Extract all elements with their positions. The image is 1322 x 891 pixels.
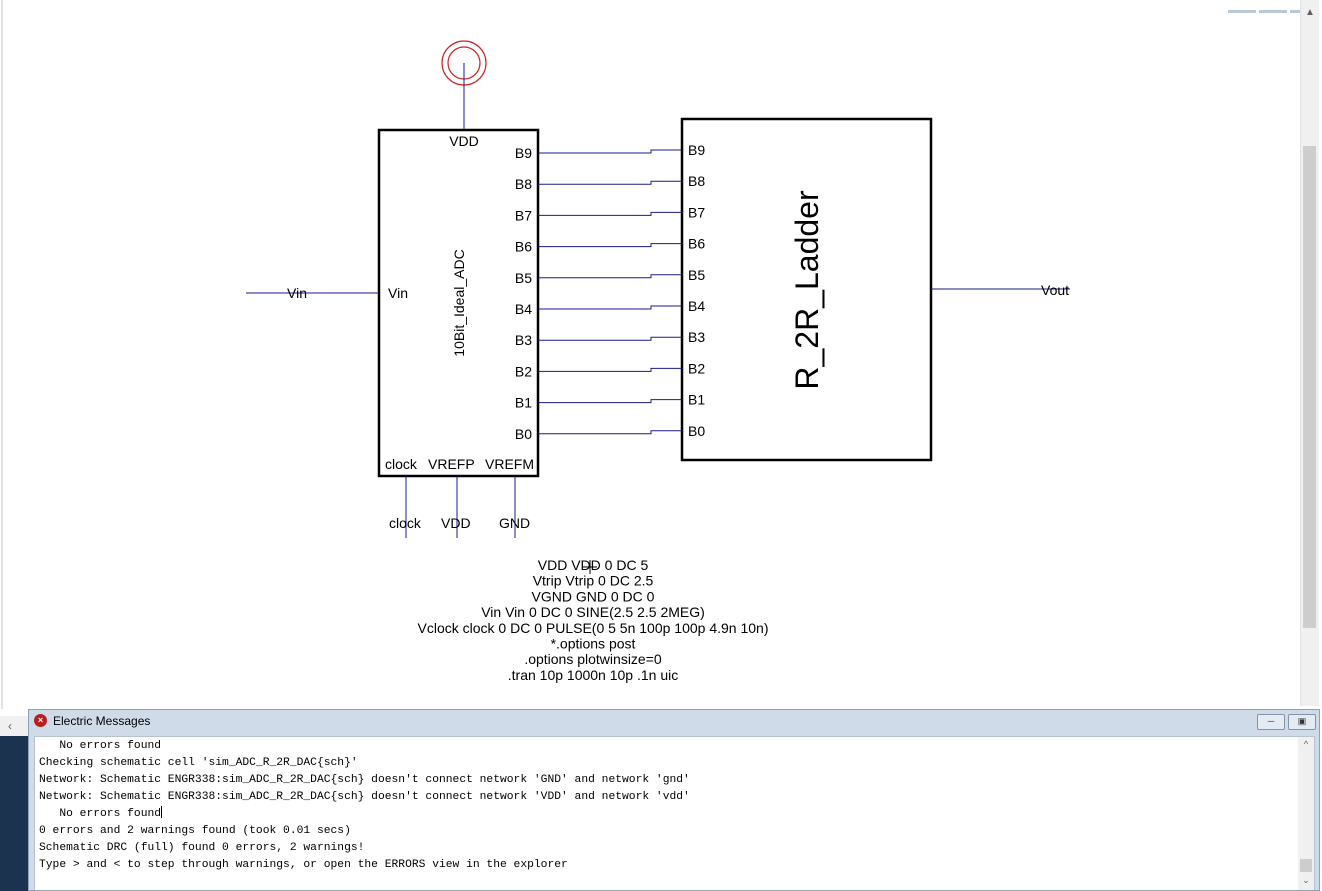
spice-line: Vtrip Vtrip 0 DC 2.5	[533, 573, 654, 589]
spice-line: *.options post	[551, 636, 636, 652]
electric-app-icon: ×	[34, 714, 47, 727]
bit-wire	[538, 211, 682, 216]
top-btn[interactable]	[1259, 10, 1287, 13]
minimize-icon[interactable]: ─	[1257, 714, 1285, 730]
messages-window-title: Electric Messages	[53, 714, 151, 728]
clock-net-label[interactable]: clock	[389, 515, 422, 531]
ladder-bit-pin-label: B3	[688, 329, 705, 345]
messages-scroll-thumb[interactable]	[1300, 859, 1312, 872]
canvas-vertical-scrollbar[interactable]: ▲	[1300, 0, 1319, 706]
chevron-down-icon[interactable]: ⌄	[1302, 875, 1310, 885]
bit-bus-wires	[538, 149, 682, 435]
adc-vrefp-pin-label: VREFP	[428, 456, 475, 472]
adc-bit-pin-label: B0	[515, 426, 532, 442]
message-line: No errors found	[39, 740, 162, 752]
message-line: Type > and < to step through warnings, o…	[39, 859, 568, 871]
adc-name-label: 10Bit_Ideal_ADC	[451, 249, 467, 356]
ladder-bit-pin-label: B7	[688, 204, 705, 220]
adc-bit-pin-label: B7	[515, 207, 532, 223]
ladder-bit-pin-label: B4	[688, 298, 705, 314]
ladder-bit-pin-label: B5	[688, 267, 705, 283]
adc-bit-pin-label: B1	[515, 395, 532, 411]
bit-wire	[538, 367, 682, 372]
bit-wire	[538, 430, 682, 435]
adc-block[interactable]: VDD Vin 10Bit_Ideal_ADC B9B8B7B6B5B4B3B2…	[377, 128, 540, 478]
ladder-bit-pin-label: B6	[688, 236, 705, 252]
adc-bit-pin-label: B3	[515, 332, 532, 348]
message-line: 0 errors and 2 warnings found (took 0.01…	[39, 825, 351, 837]
adc-bit-pin-label: B5	[515, 270, 532, 286]
vdd-power-symbol[interactable]	[441, 40, 487, 130]
adc-bit-pin-label: B9	[515, 145, 532, 161]
adc-vrefm-pin-label: VREFM	[485, 456, 534, 472]
spice-line: Vclock clock 0 DC 0 PULSE(0 5 5n 100p 10…	[418, 620, 769, 636]
ladder-bit-pin-label: B0	[688, 423, 705, 439]
bit-wire	[538, 399, 682, 404]
spice-line: VDD VDD 0 DC 5	[538, 557, 649, 573]
adc-clock-pin-label: clock	[385, 456, 418, 472]
vin-net-label[interactable]: Vin	[287, 285, 307, 301]
message-line: Schematic DRC (full) found 0 errors, 2 w…	[39, 842, 365, 854]
vout-net-label[interactable]: Vout	[1041, 282, 1069, 298]
vdd-net-label[interactable]: VDD	[441, 515, 471, 531]
background-strip	[0, 736, 28, 891]
messages-scrollbar[interactable]: ^ ⌄	[1298, 737, 1314, 890]
scrollbar-thumb[interactable]	[1303, 146, 1316, 628]
message-line: Checking schematic cell 'sim_ADC_R_2R_DA…	[39, 757, 358, 769]
restore-icon[interactable]: ▣	[1288, 714, 1316, 730]
message-line: Network: Schematic ENGR338:sim_ADC_R_2R_…	[39, 774, 690, 786]
bit-wire	[538, 305, 682, 310]
message-line: No errors found	[39, 806, 163, 820]
canvas-horizontal-scrollbar[interactable]: ‹	[0, 716, 28, 736]
text-cursor	[161, 806, 163, 818]
adc-bit-pin-label: B8	[515, 176, 532, 192]
spice-line: VGND GND 0 DC 0	[532, 588, 655, 604]
adc-bit-pin-label: B4	[515, 301, 532, 317]
chevron-up-icon[interactable]: ^	[1303, 739, 1309, 749]
bit-wire	[538, 336, 682, 341]
bit-wire	[538, 274, 682, 279]
ladder-bit-pin-label: B1	[688, 392, 705, 408]
adc-bit-pin-label: B6	[515, 239, 532, 255]
top-btn[interactable]	[1228, 10, 1256, 13]
messages-titlebar[interactable]: × Electric Messages ─ ▣	[29, 710, 1319, 732]
adc-vdd-pin-label: VDD	[449, 133, 479, 149]
chevron-left-icon[interactable]: ‹	[8, 719, 12, 733]
spice-line: .options plotwinsize=0	[524, 651, 662, 667]
ladder-name-label: R_2R_Ladder	[789, 190, 825, 390]
chevron-up-icon[interactable]: ▲	[1305, 7, 1315, 18]
bit-wire	[538, 149, 682, 154]
adc-vin-pin-label: Vin	[388, 285, 408, 301]
bit-wire	[538, 180, 682, 185]
message-line: Network: Schematic ENGR338:sim_ADC_R_2R_…	[39, 791, 690, 803]
gnd-net-label[interactable]: GND	[499, 515, 530, 531]
bit-wire	[538, 243, 682, 248]
adc-body	[377, 128, 540, 478]
spice-line: .tran 10p 1000n 10p .1n uic	[508, 667, 678, 683]
ladder-bit-pin-label: B8	[688, 173, 705, 189]
spice-line: Vin Vin 0 DC 0 SINE(2.5 2.5 2MEG)	[481, 604, 705, 620]
ladder-bit-pin-label: B2	[688, 360, 705, 376]
ladder-bit-pin-label: B9	[688, 142, 705, 158]
adc-bit-pin-label: B2	[515, 363, 532, 379]
